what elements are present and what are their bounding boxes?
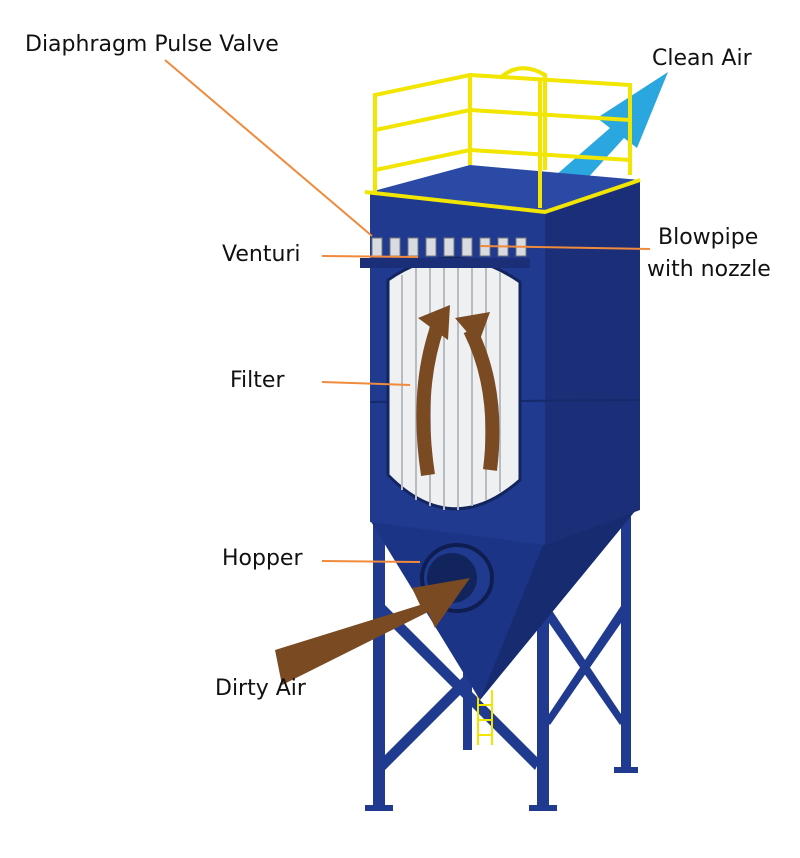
safety-railing [364,66,641,215]
label-venturi: Venturi [222,242,301,267]
housing-side [545,180,640,545]
leader-lines [164,59,651,563]
label-diaphragm-pulse-valve: Diaphragm Pulse Valve [25,32,279,57]
leader-blowpipe [479,245,651,250]
label-blowpipe-line1: Blowpipe [658,225,759,250]
leader-venturi [321,255,419,258]
clean-air-arrow [548,72,668,192]
label-clean-air: Clean Air [652,46,752,71]
dirty-air-arrow [275,578,470,685]
leader-diaphragm [164,59,373,237]
label-filter: Filter [230,368,285,393]
label-dirty-air: Dirty Air [215,676,306,701]
ladder [477,690,493,745]
filter-flow-arrows [416,322,500,477]
label-blowpipe-line2: with nozzle [647,257,771,282]
label-hopper: Hopper [222,546,303,571]
blowpipe-manifold [360,258,530,268]
leader-hopper [321,560,421,563]
leader-filter [321,381,411,386]
